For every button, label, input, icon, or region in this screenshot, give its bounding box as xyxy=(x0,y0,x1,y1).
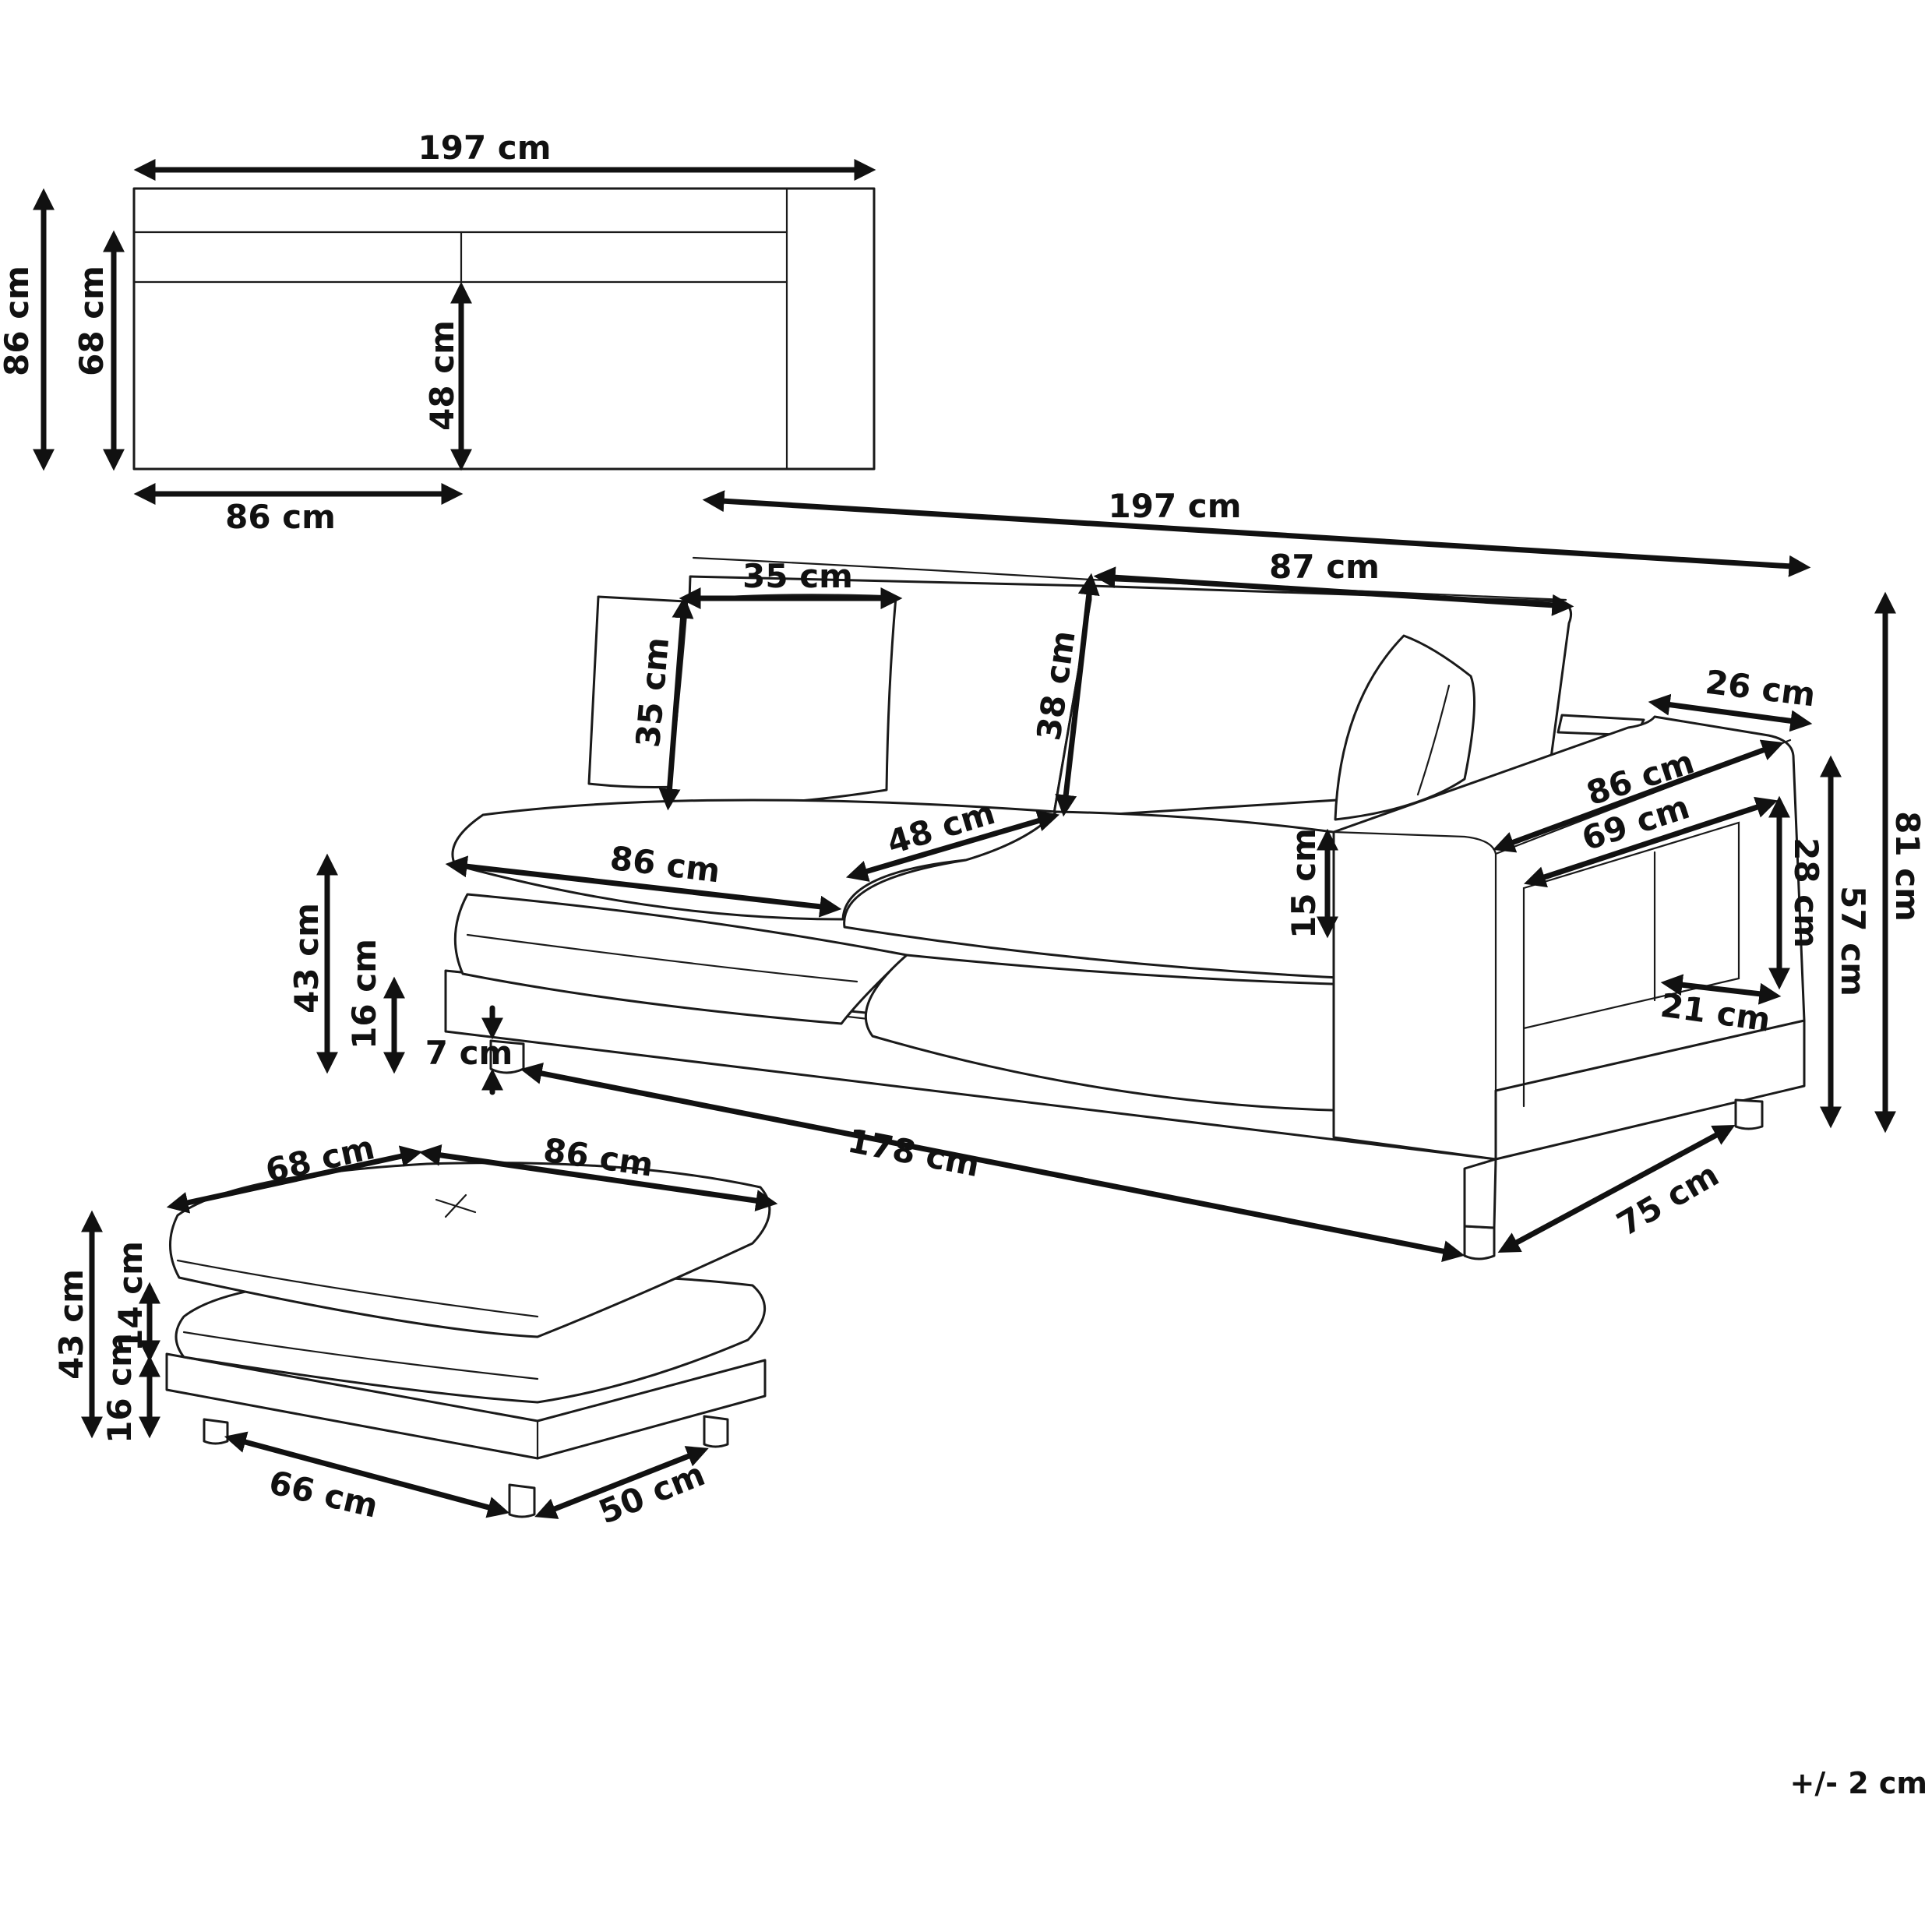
back-cushion-width-label: 87 cm xyxy=(1269,548,1380,586)
sofa-drawing: 197 cm 35 cm 35 cm 38 cm 87 cm 26 cm 86 … xyxy=(287,487,1927,1262)
total-height-label: 81 cm xyxy=(1888,811,1927,922)
sofa-leg xyxy=(1463,1225,1496,1260)
shelf-height-label: 28 cm xyxy=(1787,837,1825,948)
ottoman-cushion-height-label: 14 cm xyxy=(111,1241,150,1352)
pillow-square xyxy=(665,594,897,809)
sofa-width-label: 197 cm xyxy=(1109,487,1242,525)
leg-height-label: 7 cm xyxy=(425,1034,513,1072)
pillow-round xyxy=(1334,634,1475,821)
lower-seat-cushion-left xyxy=(453,893,908,1025)
base-width-label: 178 cm xyxy=(844,1121,982,1184)
tolerance-note: +/- 2 cm xyxy=(1789,1766,1927,1800)
top-view-seat-depth-label: 68 cm xyxy=(72,266,111,376)
sofa-leg xyxy=(1734,1098,1764,1130)
ottoman-leg xyxy=(203,1418,229,1445)
base-height-label: 16 cm xyxy=(345,939,383,1049)
top-view-seat-width-label: 86 cm xyxy=(225,498,336,536)
ottoman-leg xyxy=(508,1483,536,1518)
ottoman-base-depth-label: 50 cm xyxy=(594,1454,710,1532)
cushion-thickness-label: 15 cm xyxy=(1285,828,1323,939)
base-depth-label: 75 cm xyxy=(1610,1155,1725,1243)
top-view-outline xyxy=(132,187,876,471)
ottoman-drawing: 68 cm 86 cm 43 cm 14 cm 16 cm 66 cm 50 c… xyxy=(52,1128,778,1532)
seat-height-label: 43 cm xyxy=(287,903,326,1014)
ottoman-base-height-label: 16 cm xyxy=(100,1333,139,1444)
pillow-width-label: 35 cm xyxy=(742,557,853,595)
armrest-height-label: 57 cm xyxy=(1834,886,1872,996)
top-view-width-label: 197 cm xyxy=(418,129,552,167)
top-view: 197 cm 86 cm 68 cm 48 cm 86 cm xyxy=(0,129,876,536)
armrest-width-label: 26 cm xyxy=(1703,663,1817,714)
ottoman-height-label: 43 cm xyxy=(52,1269,90,1380)
ottoman-leg xyxy=(703,1415,729,1448)
top-view-depth-label: 86 cm xyxy=(0,266,36,376)
top-view-cushion-depth-label: 48 cm xyxy=(423,320,461,431)
